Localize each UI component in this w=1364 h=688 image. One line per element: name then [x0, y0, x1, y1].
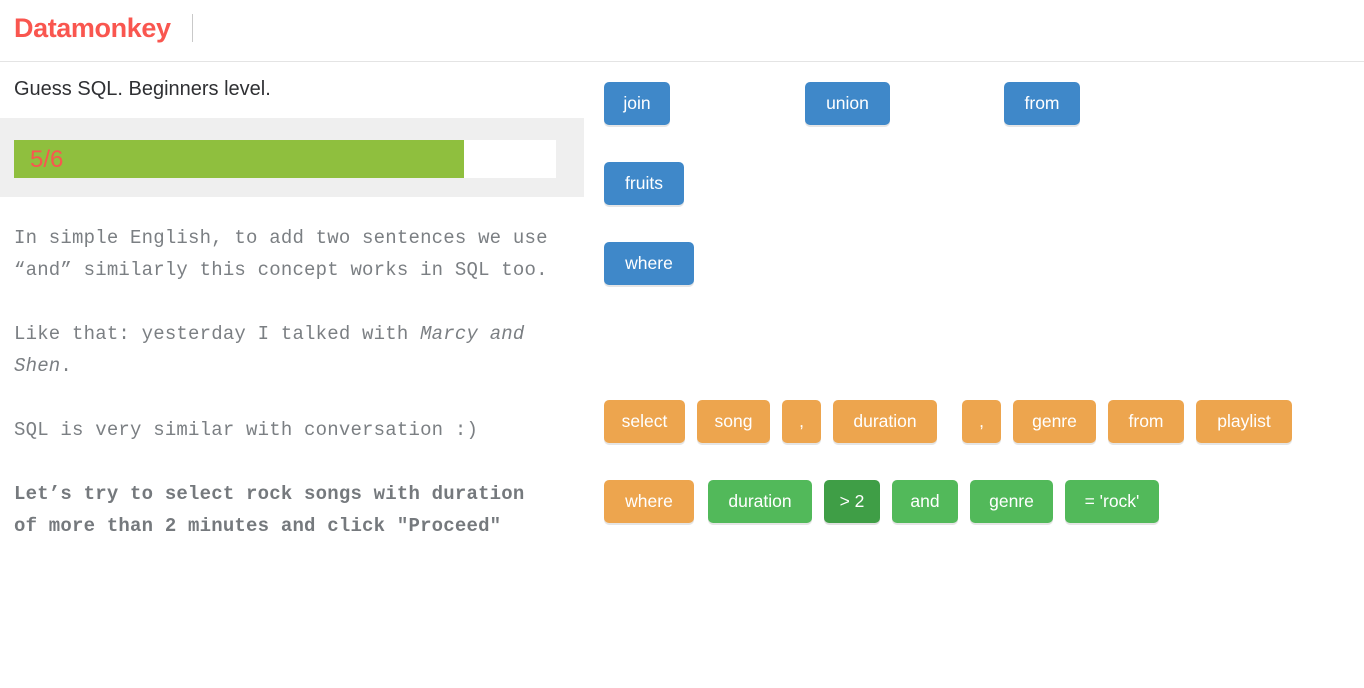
query-token-row2-genre[interactable]: genre — [970, 480, 1053, 523]
progress-container: 5/6 — [0, 118, 584, 197]
query-token-row1-genre[interactable]: genre — [1013, 400, 1096, 443]
query-token-row2-duration[interactable]: duration — [708, 480, 812, 523]
lesson-paragraph: Let’s try to select rock songs with dura… — [14, 478, 554, 542]
lesson-paragraph: In simple English, to add two sentences … — [14, 222, 554, 286]
token-bank-item-fruits[interactable]: fruits — [604, 162, 684, 205]
lesson-paragraph: SQL is very similar with conversation :) — [14, 414, 554, 446]
text-cursor-icon — [192, 14, 193, 42]
query-token-row2-and[interactable]: and — [892, 480, 958, 523]
lesson-select[interactable]: Guess SQL. Beginners level. — [0, 62, 584, 118]
query-token-row1-comma[interactable]: , — [962, 400, 1001, 443]
token-bank-item-where[interactable]: where — [604, 242, 694, 285]
progress-label: 5/6 — [30, 146, 64, 173]
lesson-paragraph: Like that: yesterday I talked with Marcy… — [14, 318, 554, 382]
token-bank-item-union[interactable]: union — [805, 82, 890, 125]
plain-text: In simple English, to add two sentences … — [14, 227, 548, 281]
plain-text: Let’s try to select rock songs with dura… — [14, 483, 525, 537]
query-token-row1-select[interactable]: select — [604, 400, 685, 443]
query-token-row2-2[interactable]: > 2 — [824, 480, 880, 523]
plain-text: SQL is very similar with conversation :) — [14, 419, 479, 441]
plain-text: . — [60, 355, 73, 377]
lesson-text: In simple English, to add two sentences … — [14, 222, 554, 542]
plain-text: Like that: yesterday I talked with — [14, 323, 421, 345]
query-token-row1-comma[interactable]: , — [782, 400, 821, 443]
query-token-row1-duration[interactable]: duration — [833, 400, 937, 443]
query-token-row1-playlist[interactable]: playlist — [1196, 400, 1292, 443]
query-token-row2-rock[interactable]: = 'rock' — [1065, 480, 1159, 523]
token-bank-item-join[interactable]: join — [604, 82, 670, 125]
emphasised-text: Marcy and Shen — [14, 323, 525, 377]
query-token-row2-where[interactable]: where — [604, 480, 694, 523]
lesson-select-value: Guess SQL. Beginners level. — [14, 78, 271, 100]
app-header: Datamonkey — [0, 0, 1364, 62]
progress-track: 5/6 — [14, 140, 556, 178]
query-token-row1-from[interactable]: from — [1108, 400, 1184, 443]
query-token-row1-song[interactable]: song — [697, 400, 770, 443]
brand-logo[interactable]: Datamonkey — [14, 13, 171, 43]
lesson-sidebar: Guess SQL. Beginners level. 5/6 In simpl… — [0, 62, 584, 688]
query-builder-area: join union from fruits where select song, durat… — [584, 62, 1364, 688]
progress-fill — [14, 140, 464, 178]
token-bank-item-from[interactable]: from — [1004, 82, 1080, 125]
